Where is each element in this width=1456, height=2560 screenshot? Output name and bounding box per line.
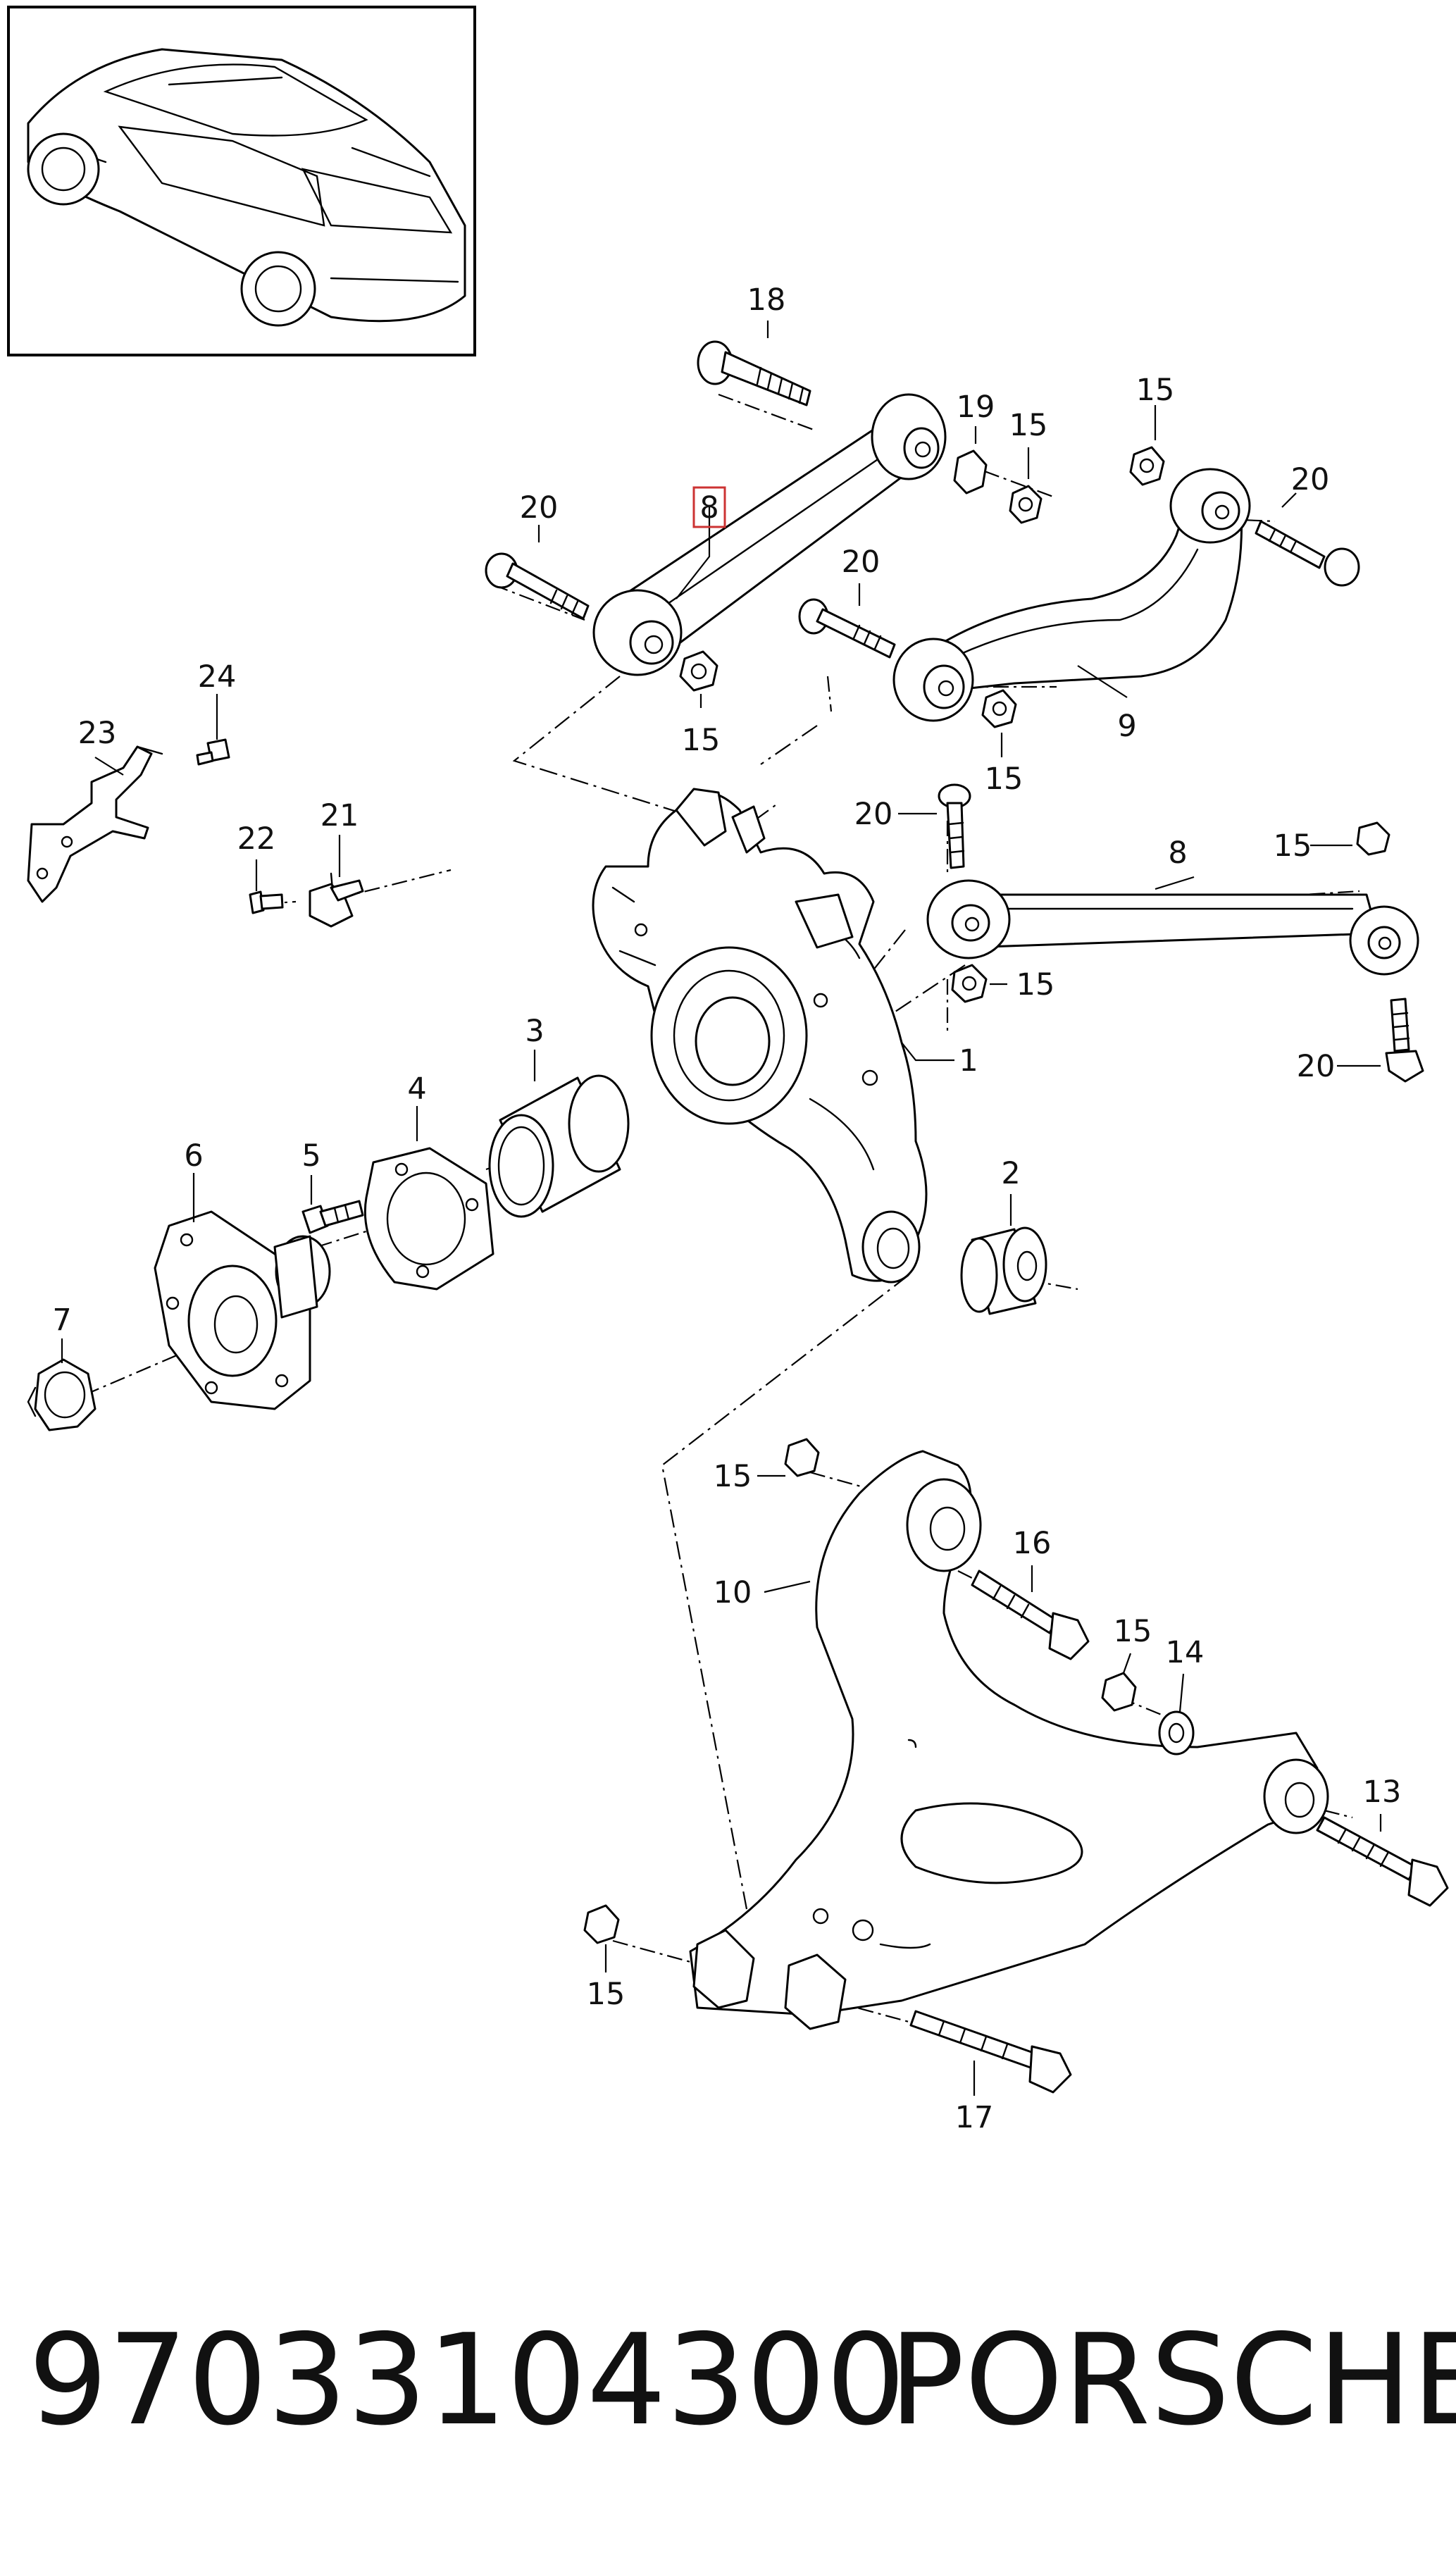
- fasteners-upper: [485, 449, 1043, 692]
- highlight-box: [692, 486, 726, 528]
- callout-1: 1: [959, 1043, 978, 1079]
- part-number: 97033104300: [28, 2307, 906, 2453]
- leader-lines: [61, 321, 1382, 2096]
- callout-21: 21: [321, 798, 359, 833]
- callout-3: 3: [525, 1014, 544, 1049]
- callout-10: 10: [714, 1575, 752, 1610]
- part-8-lower-link: [926, 783, 1424, 1083]
- callout-15-top-mid: 15: [1009, 408, 1048, 443]
- callout-15-lower-arm-mid: 15: [1114, 1614, 1152, 1649]
- brand-name: PORSCHE: [889, 2307, 1456, 2453]
- callout-8-lower-link: 8: [1168, 835, 1187, 871]
- callout-17: 17: [955, 2100, 994, 2135]
- callout-7: 7: [52, 1303, 71, 1338]
- callout-2: 2: [1001, 1156, 1020, 1191]
- part-4-dust-shield: [363, 1147, 494, 1291]
- part-1-wheel-carrier: [592, 788, 928, 1284]
- callout-14: 14: [1166, 1635, 1205, 1670]
- sensor-and-bracket: [27, 738, 364, 928]
- callout-20-upper-left: 20: [520, 490, 559, 526]
- callout-20-mid: 20: [842, 545, 881, 580]
- callout-15-top-right: 15: [1136, 373, 1175, 408]
- callout-9: 9: [1117, 709, 1136, 744]
- vehicle-thumbnail: [7, 6, 476, 356]
- callout-23: 23: [78, 716, 117, 751]
- part-5-bolt: [301, 1200, 364, 1234]
- callout-15-under-lower-link: 15: [1016, 967, 1055, 1002]
- callout-15-right: 15: [1274, 828, 1312, 864]
- part-3-wheel-bearing: [488, 1074, 630, 1218]
- callout-4: 4: [407, 1071, 426, 1107]
- part-7-hub-nut: [27, 1358, 97, 1431]
- callout-24: 24: [198, 659, 237, 695]
- callout-16: 16: [1013, 1526, 1052, 1561]
- callout-6: 6: [184, 1138, 203, 1174]
- callout-13: 13: [1363, 1775, 1402, 1810]
- callout-labels: 18 8 20 20 15 19 15 15 20 9 15 20 8 15 1…: [52, 282, 1401, 2135]
- callout-15-below-9: 15: [985, 762, 1023, 797]
- callout-19: 19: [957, 390, 995, 425]
- callout-20-top-right: 20: [1291, 462, 1330, 497]
- callout-22: 22: [237, 821, 276, 857]
- callout-15-under-link: 15: [682, 723, 721, 758]
- callout-20-lower-link-top: 20: [854, 797, 893, 832]
- part-2-bushing: [960, 1226, 1047, 1315]
- callout-18: 18: [747, 282, 786, 318]
- callout-5: 5: [301, 1138, 321, 1174]
- callout-8-highlighted: 8: [699, 490, 718, 526]
- part-8-upper-link: [592, 393, 947, 676]
- callout-15-lower-arm-top: 15: [714, 1459, 752, 1494]
- callout-20-bottom-right: 20: [1297, 1049, 1336, 1084]
- part-18-bolt: [697, 340, 811, 406]
- part-9-control-arm: [798, 446, 1360, 728]
- part-10-lower-control-arm: [583, 1438, 1449, 2094]
- part-6-wheel-hub: [154, 1210, 331, 1410]
- callout-15-lower-arm-bottom: 15: [587, 1977, 626, 2012]
